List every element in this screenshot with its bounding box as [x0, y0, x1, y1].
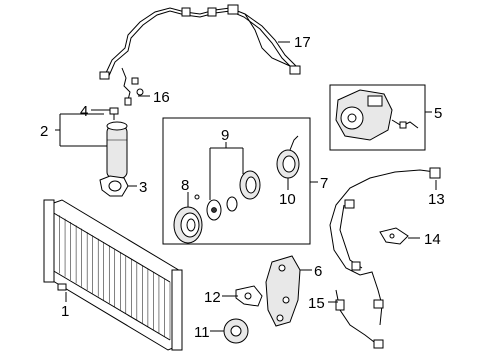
callout-5: 5: [434, 105, 442, 122]
compressor-box: [329, 84, 426, 151]
idler-pulley: [223, 318, 249, 344]
clutch-kit-box: [162, 117, 311, 245]
callout-14: 14: [424, 231, 441, 248]
line-fitting: [429, 167, 441, 179]
callout-1: 1: [61, 303, 69, 320]
hose-bracket: [379, 227, 409, 245]
leader-lines: [55, 41, 437, 332]
suction-hose-lower: [335, 289, 384, 349]
callout-11: 11: [194, 324, 210, 341]
callout-7: 7: [320, 175, 328, 192]
condenser: [43, 199, 183, 351]
clutch-coil-with-wire: [276, 135, 300, 179]
compressor: [335, 89, 419, 141]
clutch-field-coil: [194, 170, 261, 200]
clutch-hub: [206, 196, 238, 221]
callout-8: 8: [181, 177, 189, 194]
callout-6: 6: [314, 263, 322, 280]
callout-12: 12: [204, 289, 221, 306]
callout-16: 16: [153, 89, 170, 106]
callout-10: 10: [279, 191, 296, 208]
compressor-bracket: [265, 255, 301, 327]
callout-15: 15: [308, 295, 325, 312]
callout-17: 17: [294, 34, 311, 51]
clutch-pulley: [173, 206, 203, 244]
callout-13: 13: [428, 191, 445, 208]
callout-labels: 1 2 3 4 5 6 7 8 9 10 11 12 13 14 15 16 1…: [40, 34, 445, 341]
callout-3: 3: [139, 179, 147, 196]
callout-2: 2: [40, 123, 48, 140]
receiver-drier: [106, 121, 128, 179]
drier-bracket: [99, 175, 129, 197]
ac-pressure-switch-line: [121, 67, 144, 106]
suction-hose: [329, 169, 436, 326]
ac-discharge-hose: [99, 4, 301, 80]
idler-bracket: [235, 285, 263, 307]
callout-4: 4: [80, 103, 88, 120]
drier-bolt: [109, 107, 119, 120]
callout-9: 9: [221, 127, 229, 144]
